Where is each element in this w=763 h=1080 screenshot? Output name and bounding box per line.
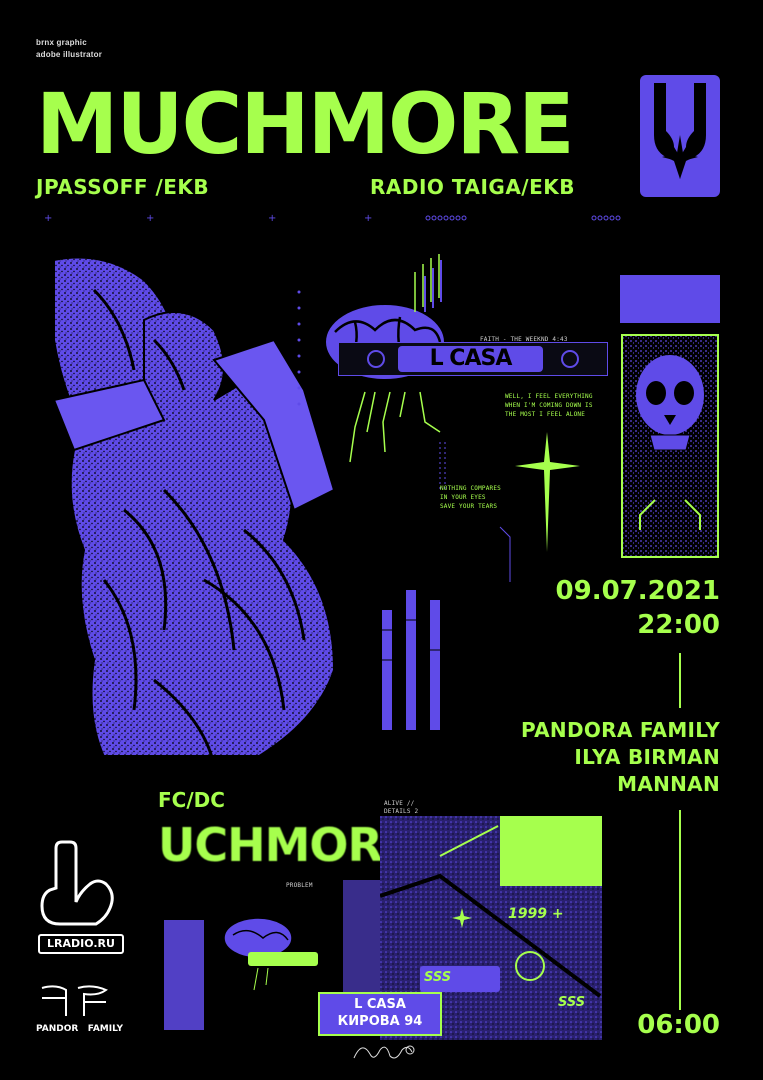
lyrics-right-block: WELL, I FEEL EVERYTHING WHEN I'M COMING … [505,392,593,419]
venue-box: L CASA КИРОВА 94 [318,992,442,1036]
divider-line [679,653,681,708]
lyrics-left-line: NOTHING COMPARES [440,485,501,492]
venue-address: КИРОВА 94 [337,1014,423,1029]
collage-headline: UCHMOR [158,820,380,872]
collage-sss-2: SSS [558,995,586,1010]
venue-name: L CASA [354,997,406,1012]
emblem-logo [640,75,720,197]
event-end-time: 06:00 [637,1010,720,1040]
skull-panel [620,275,720,560]
bars-decor [378,590,468,740]
lyrics-left-line: IN YOUR EYES [440,494,486,501]
lyrics-right-line: THE MOST I FEEL ALONE [505,411,586,418]
event-start-time: 22:00 [637,610,720,640]
svg-text:+: + [44,213,52,223]
credit-line-1: brnx graphic [36,38,87,47]
pandora-label: PANDOR FAMILY [36,1024,123,1034]
svg-text:+: + [364,213,372,223]
collage-details: DETAILS 2 [384,808,419,815]
lineup-item-1: PANDORA FAMILY [521,718,720,742]
pandora-logo: PANDOR FAMILY [36,982,136,1042]
headline-title: MUCHMORE [36,75,575,173]
collage-problem: PROBLEM [286,882,313,889]
credit-line-2: adobe illustrator [36,50,103,59]
lineup-item-3: MANNAN [617,772,720,796]
lradio-logo: LRADIO.RU [36,840,126,970]
lyrics-right-line: WELL, I FEEL EVERYTHING [505,393,593,400]
signature [350,1036,420,1066]
divider-line [679,810,681,1010]
collage-tag: FC/DC [158,788,225,812]
lradio-label: LRADIO.RU [38,934,124,954]
lcasa-sign-text: L CASA [429,346,513,371]
lyrics-left-line: SAVE YOUR TEARS [440,503,498,510]
lyrics-left-block: NOTHING COMPARES IN YOUR EYES SAVE YOUR … [440,484,501,511]
event-date: 09.07.2021 [555,576,720,606]
decor-row: + + + + [36,208,626,224]
angel-statue-illustration [34,250,434,780]
artist-right: RADIO TAIGA/EKB [370,175,575,199]
collage-counter: 1999 + [508,906,564,922]
collage-alive: ALIVE // [384,800,415,807]
collage-left-panel: UCHMOR PROBLEM [158,820,380,1040]
lcasa-sign: L CASA [337,341,609,377]
svg-text:+: + [146,213,154,223]
collage-sss-1: SSS [424,970,452,985]
lyrics-right-line: WHEN I'M COMING DOWN IS [505,402,593,409]
faith-track: FAITH - THE WEEKND 4:43 [480,336,568,343]
artist-left: JPASSOFF /EKB [36,175,210,199]
svg-text:+: + [268,213,276,223]
lineup-item-2: ILYA BIRMAN [574,745,720,769]
